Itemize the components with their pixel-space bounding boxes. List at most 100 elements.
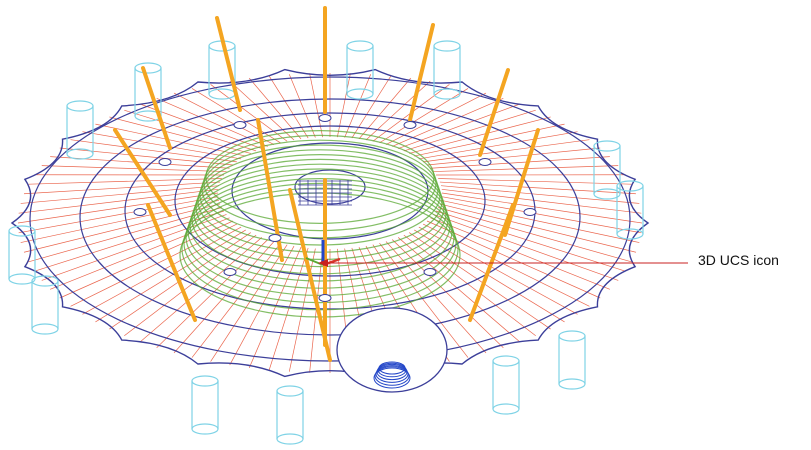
- cylinder-top: [134, 62, 162, 74]
- cylinder-bottom: [492, 403, 520, 415]
- post: [478, 68, 510, 157]
- bolt-hole: [523, 208, 537, 216]
- cylinder-bottom: [276, 433, 304, 445]
- callout-3d-ucs-icon-label: 3D UCS icon: [698, 252, 779, 268]
- radial-rib: [82, 226, 242, 315]
- radial-rib: [139, 237, 263, 343]
- radial-rib: [248, 77, 302, 140]
- radial-rib: [191, 243, 281, 358]
- radial-rib: [59, 220, 234, 299]
- post: [288, 188, 332, 362]
- cylinder: [276, 385, 304, 445]
- cutout-object-ring: [375, 365, 409, 383]
- radial-rib: [139, 103, 262, 149]
- cylinder-top: [433, 40, 461, 52]
- radial-rib: [398, 103, 521, 149]
- radial-rib: [439, 203, 637, 253]
- radial-rib: [28, 178, 222, 185]
- cylinder: [616, 180, 644, 240]
- cylinder-bottom: [191, 423, 219, 435]
- radial-rib: [41, 214, 227, 281]
- bolt-hole: [158, 158, 172, 166]
- radial-rib: [385, 92, 487, 145]
- hub-ring: [191, 163, 449, 275]
- radial-rib: [385, 241, 487, 354]
- bolt-hole: [223, 268, 237, 276]
- outer-edge: [10, 68, 650, 378]
- bolt-hole: [233, 121, 247, 129]
- bolt-holes: [133, 114, 537, 302]
- cylinder-top: [558, 330, 586, 342]
- radial-rib: [441, 185, 640, 204]
- radial-rib: [95, 123, 246, 157]
- cylinder-top: [191, 375, 219, 387]
- radial-rib: [229, 245, 295, 366]
- cylinder: [8, 225, 36, 285]
- hub-ring: [205, 130, 435, 225]
- hub-ring: [195, 154, 445, 261]
- radial-rib: [358, 77, 412, 140]
- radial-rib: [403, 109, 536, 152]
- radial-rib: [379, 88, 469, 144]
- radial-rib: [414, 229, 565, 323]
- radial-rib: [59, 147, 234, 166]
- radial-rib: [210, 244, 288, 362]
- orange-posts: [113, 6, 540, 362]
- cylinder-top: [276, 385, 304, 397]
- radial-rib: [438, 178, 632, 185]
- radial-rib: [397, 237, 521, 343]
- post: [215, 16, 242, 112]
- cylinder-top: [346, 40, 374, 52]
- cutout-object-ring: [373, 367, 411, 389]
- cylinder: [433, 40, 461, 100]
- radial-rib: [268, 247, 309, 371]
- cylinder-bottom: [346, 88, 374, 100]
- cylinder-bottom: [66, 148, 94, 160]
- radial-rib: [288, 248, 316, 372]
- radial-rib: [17, 192, 219, 224]
- radial-rib: [365, 80, 431, 141]
- hub-ring: [201, 139, 439, 239]
- radial-rib: [124, 109, 257, 152]
- circular-cutout: [336, 307, 448, 393]
- green-hub: [179, 130, 461, 318]
- radial-rib: [438, 207, 632, 263]
- cylinder: [66, 100, 94, 160]
- cylinder-bottom: [8, 273, 36, 285]
- post: [503, 128, 540, 237]
- radial-rib: [441, 188, 642, 214]
- radial-rib: [210, 84, 288, 142]
- radial-rib: [426, 147, 601, 166]
- bolt-hole: [133, 208, 147, 216]
- radial-rib: [124, 234, 257, 337]
- radial-rib: [156, 97, 268, 147]
- cylinder-top: [492, 355, 520, 367]
- radial-rib: [109, 116, 251, 154]
- radial-rib: [408, 232, 551, 330]
- hub-ring: [185, 178, 455, 297]
- radial-rib: [191, 88, 281, 144]
- radial-rib: [20, 199, 220, 243]
- bolt-hole: [268, 234, 282, 242]
- radial-rib: [418, 226, 578, 315]
- radial-rib: [403, 234, 536, 337]
- radial-rib: [18, 196, 219, 234]
- cylinder-bottom: [558, 378, 586, 390]
- radial-rib: [309, 248, 324, 373]
- radial-rib: [70, 139, 237, 163]
- cylinder-bottom: [208, 88, 236, 100]
- bolt-hole: [318, 114, 332, 122]
- hub-ring: [203, 134, 437, 232]
- ring: [174, 125, 486, 277]
- radial-rib: [50, 217, 230, 290]
- cylinder: [558, 330, 586, 390]
- radial-rib: [392, 97, 504, 147]
- post: [113, 128, 172, 217]
- radial-rib: [433, 214, 619, 281]
- cylinder: [346, 40, 374, 100]
- cylinder: [593, 140, 621, 200]
- cyan-cylinders: [8, 40, 644, 445]
- radial-rib: [95, 229, 246, 323]
- cylinder-top: [66, 100, 94, 112]
